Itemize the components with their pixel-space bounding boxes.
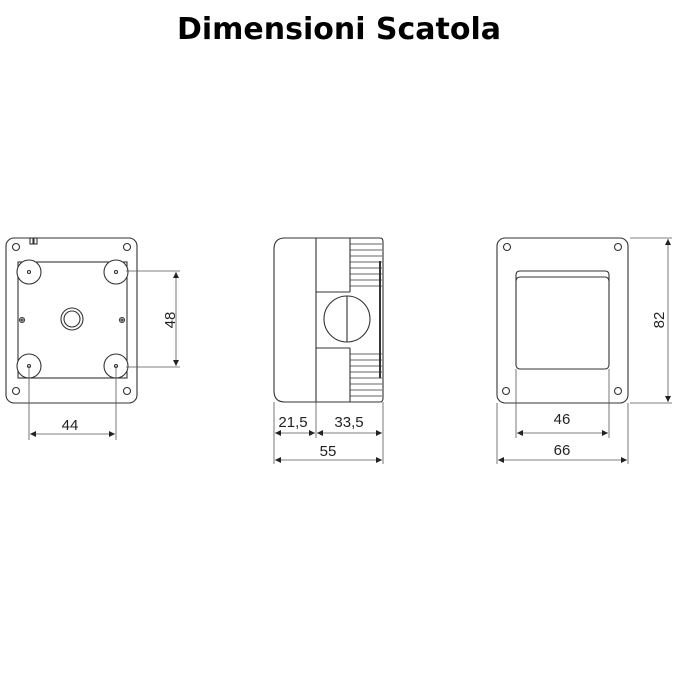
back-view [5,237,138,404]
dimension-82: 82 [651,312,668,329]
dimension-66: 66 [554,442,571,459]
side-view [273,237,384,403]
dimension-48: 48 [162,312,179,329]
back-view-dimensions [28,270,180,440]
dimension-46: 46 [554,411,571,428]
page-title: Dimensioni Scatola [176,12,502,47]
side-view-dimensions [273,402,384,464]
front-view [496,237,629,404]
dimension-33-5: 33,5 [334,414,363,431]
dimension-21-5: 21,5 [278,414,307,431]
dimension-44: 44 [62,417,79,434]
side-view-ribs [350,243,382,397]
dimension-55: 55 [320,443,337,460]
front-view-dimensions [496,237,672,464]
